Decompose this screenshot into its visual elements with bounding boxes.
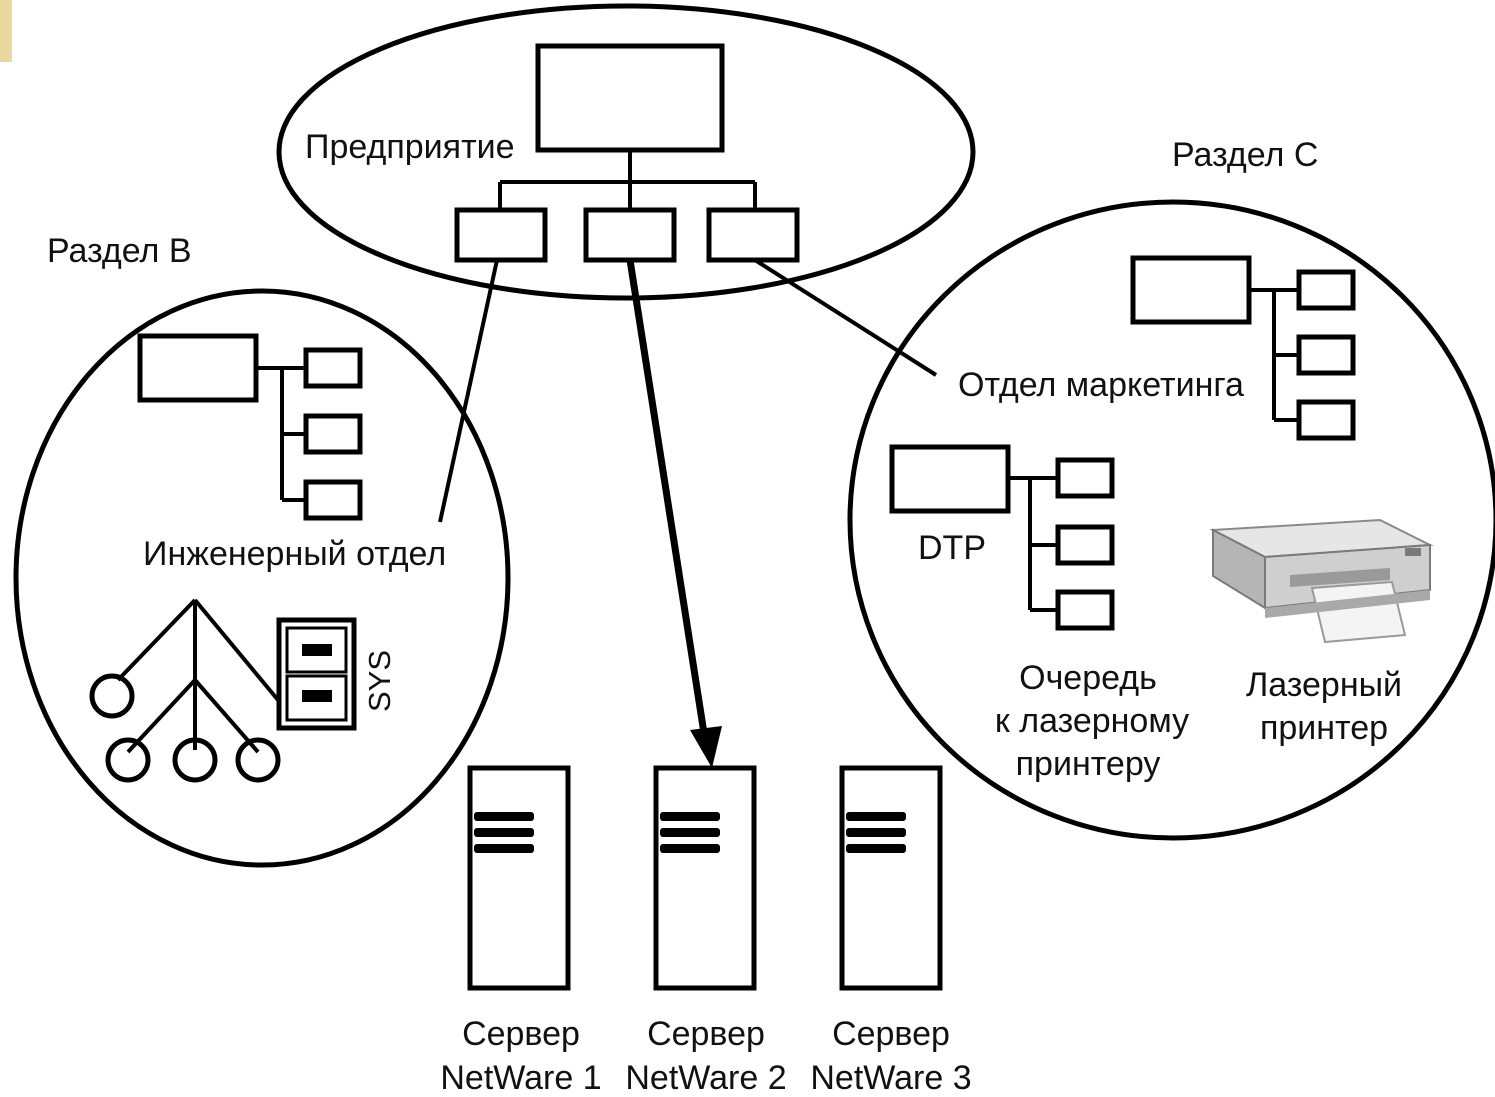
printer-label-line-1: Лазерный bbox=[1246, 666, 1402, 704]
engineering-tree-leaf-1 bbox=[303, 347, 363, 389]
queue-label-line-3: принтеру bbox=[1016, 745, 1161, 783]
section-c-circle bbox=[847, 199, 1495, 841]
connector-server-2-arrow bbox=[626, 259, 710, 747]
enterprise-child-box-1 bbox=[454, 207, 548, 263]
marketing-tree-leaf-3 bbox=[1296, 399, 1356, 441]
marketing-label: Отдел маркетинга bbox=[958, 366, 1244, 404]
enterprise-child-box-3 bbox=[706, 207, 800, 263]
enterprise-root-box bbox=[535, 43, 725, 153]
dtp-label: DTP bbox=[918, 529, 986, 567]
server-3-label-line-1: Сервер bbox=[832, 1015, 950, 1053]
enterprise-tree-lines bbox=[498, 150, 757, 210]
marketing-tree-leaf-1 bbox=[1296, 269, 1356, 311]
server-3-label-line-2: NetWare 3 bbox=[810, 1059, 971, 1097]
engineering-tree-leaf-3 bbox=[303, 479, 363, 521]
enterprise-ellipse bbox=[276, 3, 976, 301]
server-3-icon bbox=[839, 765, 943, 991]
server-1-label-line-1: Сервер bbox=[462, 1015, 580, 1053]
dtp-tree-lines bbox=[1008, 476, 1058, 612]
enterprise-group: Предприятие bbox=[276, 3, 976, 301]
connector-engineering bbox=[438, 259, 499, 523]
volume-tree-icon bbox=[89, 598, 281, 783]
section-c-label: Раздел C bbox=[1172, 136, 1318, 174]
printer-label-line-2: принтер bbox=[1260, 709, 1388, 747]
corner-accent bbox=[0, 0, 12, 62]
engineering-tree-lines bbox=[256, 366, 306, 502]
dtp-tree-leaf-2 bbox=[1055, 524, 1115, 566]
section-b-circle bbox=[13, 288, 511, 868]
section-b-group: Раздел B Инженерный отдел SYS bbox=[13, 232, 511, 868]
enterprise-child-box-2 bbox=[583, 207, 677, 263]
sys-volume-icon bbox=[276, 617, 357, 731]
sys-label: SYS bbox=[362, 650, 397, 712]
server-2-label-line-1: Сервер bbox=[647, 1015, 765, 1053]
queue-label-line-2: к лазерному bbox=[995, 702, 1189, 740]
engineering-label: Инженерный отдел bbox=[143, 535, 446, 573]
server-2-icon bbox=[653, 765, 757, 991]
server-1-label-line-2: NetWare 1 bbox=[440, 1059, 601, 1097]
enterprise-label: Предприятие bbox=[305, 128, 515, 166]
marketing-tree-leaf-2 bbox=[1296, 334, 1356, 376]
arrowhead bbox=[690, 726, 722, 768]
dtp-tree-leaf-3 bbox=[1055, 589, 1115, 631]
dtp-tree-root bbox=[889, 444, 1011, 514]
dtp-tree-leaf-1 bbox=[1055, 457, 1115, 499]
queue-label-line-1: Очередь bbox=[1019, 659, 1157, 697]
marketing-tree-lines bbox=[1249, 288, 1299, 422]
engineering-tree-leaf-2 bbox=[303, 413, 363, 455]
laser-printer-icon bbox=[1209, 518, 1434, 644]
connector-marketing bbox=[753, 258, 938, 377]
server-1-icon bbox=[467, 765, 571, 991]
engineering-tree-root bbox=[137, 333, 259, 403]
section-c-group: Раздел C Отдел маркетинга DTP Очередь к … bbox=[847, 136, 1495, 841]
server-2-label-line-2: NetWare 2 bbox=[625, 1059, 786, 1097]
marketing-tree-root bbox=[1130, 255, 1252, 325]
section-b-label: Раздел B bbox=[47, 232, 192, 270]
